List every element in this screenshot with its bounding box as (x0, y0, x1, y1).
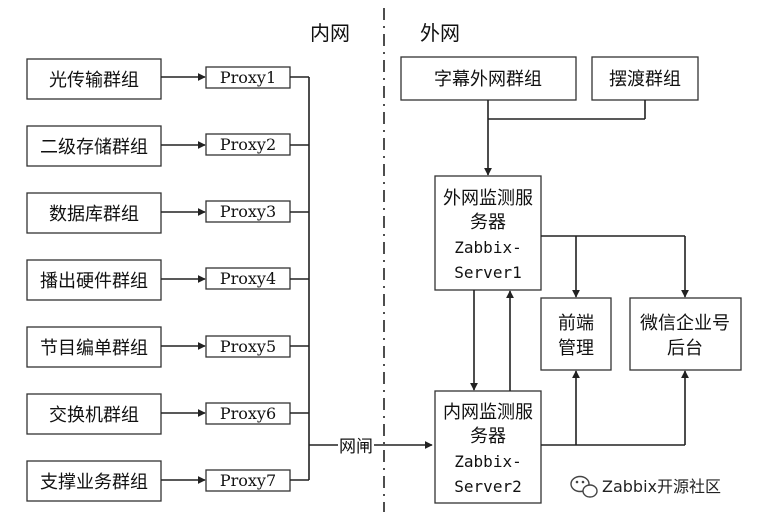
proxy-bus (290, 76, 310, 481)
ferry-group-box[interactable]: 摆渡群组 (591, 56, 699, 101)
inner-server-line3: Zabbix- (454, 452, 521, 471)
group-box[interactable]: 播出硬件群组 (26, 259, 162, 301)
proxy-box[interactable]: Proxy6 (205, 402, 291, 425)
inner-server-line2: 务器 (470, 426, 506, 447)
group-box[interactable]: 交换机群组 (26, 393, 162, 435)
proxy-box[interactable]: Proxy5 (205, 335, 291, 358)
group-box[interactable]: 节目编单群组 (26, 326, 162, 368)
subtitle-group-label: 字幕外网群组 (434, 69, 542, 90)
wechat-box[interactable]: 微信企业号 后台 (629, 297, 742, 371)
group-label: 节目编单群组 (40, 338, 148, 359)
zone-label-inner: 内网 (310, 21, 350, 45)
inner-server-line4: Server2 (454, 477, 521, 496)
proxy-box[interactable]: Proxy1 (205, 66, 291, 89)
group-label: 支撑业务群组 (40, 472, 148, 493)
proxy-box[interactable]: Proxy3 (205, 200, 291, 223)
proxy-label: Proxy4 (220, 269, 276, 288)
group-box[interactable]: 二级存储群组 (26, 125, 162, 167)
watermark: Zabbix开源社区 (570, 475, 721, 498)
gateway-label: 网闸 (339, 437, 373, 457)
group-list: 光传输群组 二级存储群组 数据库群组 播出硬件群组 节目编单群组 交换机群组 支… (26, 58, 162, 502)
zone-label-outer: 外网 (420, 21, 460, 45)
group-label: 播出硬件群组 (40, 271, 148, 292)
proxy-list: Proxy1 Proxy2 Proxy3 Proxy4 Proxy5 Proxy… (205, 66, 291, 492)
group-label: 交换机群组 (49, 405, 139, 426)
subtitle-group-box[interactable]: 字幕外网群组 (400, 56, 577, 101)
frontend-line2: 管理 (558, 338, 594, 359)
group-label: 光传输群组 (49, 70, 139, 91)
inner-server-line1: 内网监测服 (443, 402, 533, 423)
group-box[interactable]: 数据库群组 (26, 192, 162, 234)
group-box[interactable]: 支撑业务群组 (26, 460, 162, 502)
proxy-label: Proxy5 (220, 337, 276, 356)
outer-server-line2: 务器 (470, 212, 506, 233)
group-label: 二级存储群组 (40, 137, 148, 158)
proxy-box[interactable]: Proxy7 (205, 469, 291, 492)
proxy-box[interactable]: Proxy2 (205, 133, 291, 156)
proxy-label: Proxy3 (220, 202, 276, 221)
group-box[interactable]: 光传输群组 (26, 58, 162, 100)
watermark-text: Zabbix开源社区 (602, 477, 721, 496)
proxy-label: Proxy6 (220, 404, 276, 423)
proxy-label: Proxy1 (220, 68, 276, 87)
outer-server-box[interactable]: 外网监测服 务器 Zabbix- Server1 (434, 175, 542, 291)
proxy-label: Proxy7 (220, 471, 276, 490)
wechat-line1: 微信企业号 (640, 313, 730, 334)
wechat-line2: 后台 (667, 338, 703, 359)
group-proxy-arrows (161, 73, 206, 484)
ferry-group-label: 摆渡群组 (609, 69, 681, 90)
outer-server-line1: 外网监测服 (443, 188, 533, 209)
frontend-box[interactable]: 前端 管理 (540, 297, 612, 371)
outer-server-line4: Server1 (454, 263, 521, 282)
frontend-line1: 前端 (558, 313, 594, 334)
inner-server-box[interactable]: 内网监测服 务器 Zabbix- Server2 (434, 390, 542, 504)
wechat-logo-icon (570, 475, 598, 498)
group-label: 数据库群组 (49, 204, 139, 225)
proxy-label: Proxy2 (220, 135, 276, 154)
proxy-box[interactable]: Proxy4 (205, 267, 291, 290)
outer-server-line3: Zabbix- (454, 238, 521, 257)
